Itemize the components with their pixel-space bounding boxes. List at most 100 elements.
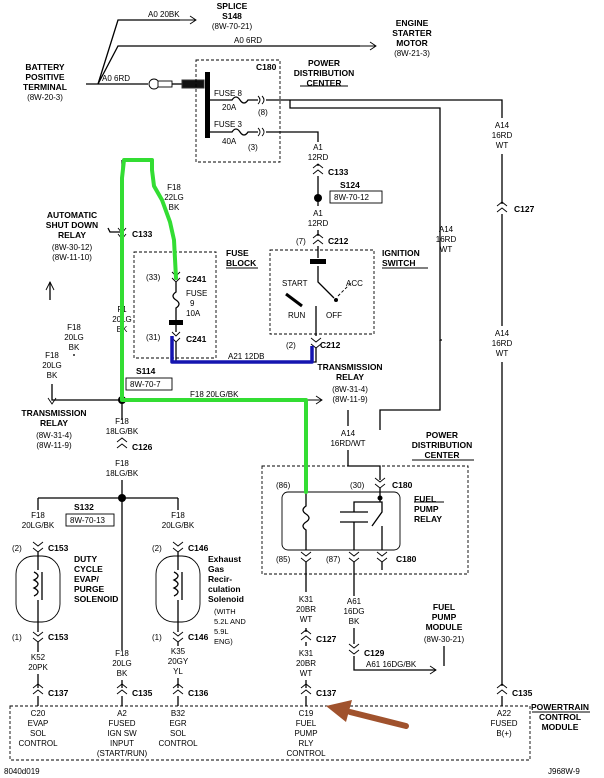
a0-20bk-label: A0 20BK	[148, 10, 180, 19]
wire-s132-branches	[37, 497, 179, 650]
c241-bot-label: C241	[186, 334, 207, 344]
c127-right-label: C127	[514, 204, 535, 214]
green-highlight-path	[120, 158, 308, 494]
fuse-bus-bar	[205, 72, 210, 138]
s124-splice-dot	[314, 194, 322, 202]
c212-bot-label: C212	[320, 340, 341, 350]
fuel-pump-module-line-3: MODULE	[426, 622, 463, 632]
a1-mid-line-2: 12RD	[308, 219, 329, 228]
pin2-r-label: (2)	[152, 544, 162, 553]
k52-line-2: 20PK	[28, 663, 48, 672]
f18-20lg-c-line-2: 20LG	[112, 659, 132, 668]
fuse9-wire	[172, 282, 180, 320]
wire-battery-feed	[86, 19, 360, 85]
k52-line-1: K52	[31, 653, 46, 662]
pcm-c19-line-4: RLY	[299, 739, 315, 748]
s132-label: S132	[74, 502, 94, 512]
c146-bot-connector	[172, 631, 184, 643]
pin31-label: (31)	[146, 333, 161, 342]
battery-label: BATTERY POSITIVE TERMINAL (8W-20-3)	[23, 62, 67, 102]
fuel-pump-relay-line-2: PUMP	[414, 504, 439, 514]
pin3-label: (3)	[248, 143, 258, 152]
ignition-switch-line-2: SWITCH	[382, 258, 416, 268]
f18-20lgbk-r-line-1: F18	[171, 511, 185, 520]
a61-line-1: A61	[347, 597, 362, 606]
pin85-label: (85)	[276, 555, 291, 564]
asd-relay-line-3: RELAY	[58, 230, 86, 240]
battery-label-line-4: (8W-20-3)	[27, 93, 63, 102]
pin7-label: (7)	[296, 237, 306, 246]
c137-left-label: C137	[48, 688, 69, 698]
c212-top-connector	[312, 233, 324, 245]
engine-starter-label: ENGINE STARTER MOTOR (8W-21-3)	[392, 18, 432, 58]
pdc-mid-line-2: DISTRIBUTION	[412, 440, 472, 450]
pcm-line-2: CONTROL	[539, 712, 581, 722]
fuel-pump-module-label: FUEL PUMP MODULE (8W-30-21)	[424, 602, 465, 644]
trans-relay-left-line-2: RELAY	[40, 418, 68, 428]
fuel-pump-relay-coil	[302, 492, 310, 550]
s132-ref-box	[65, 513, 115, 527]
ignition-switch-label: IGNITION SWITCH	[382, 248, 420, 268]
a14-lower-line-3: WT	[496, 349, 509, 358]
a14-lower-line-1: A14	[495, 329, 510, 338]
k31-b-line-1: K31	[299, 649, 314, 658]
a0-6rd-bat-label: A0 6RD	[102, 74, 130, 83]
blue-highlight-path	[170, 336, 314, 364]
a21-label: A21 12DB	[228, 352, 264, 361]
pcm-pin-a22: A22 FUSED B(+)	[490, 709, 517, 738]
a61-line-2: 16DG	[344, 607, 365, 616]
c136-connector	[172, 683, 184, 695]
splice-s148-line-2: S148	[222, 11, 242, 21]
c129-label: C129	[364, 648, 385, 658]
pcm-a2-line-4: INPUT	[110, 739, 134, 748]
starter-arrow	[360, 41, 377, 51]
ignition-off-dot	[334, 298, 338, 302]
f18-20lg-left-line-2: 20LG	[64, 333, 84, 342]
fuse9-line-1: FUSE	[186, 289, 207, 298]
s114-ref-box	[125, 377, 173, 391]
c127-mid-label: C127	[316, 634, 337, 644]
arrow-up-to-asd	[45, 280, 55, 291]
ignition-switch-line-1: IGNITION	[382, 248, 420, 258]
wire-a14-to-pdc-mid	[289, 100, 442, 341]
c180-top-label: C180	[256, 62, 277, 72]
pdc-mid-label: POWER DISTRIBUTION CENTER	[412, 430, 472, 460]
asd-relay-label: AUTOMATIC SHUT DOWN RELAY (8W-30-12) (8W…	[46, 210, 98, 262]
c137-right-label: C137	[316, 688, 337, 698]
wire-a14-to-relay	[347, 340, 441, 480]
trans-relay-top-line-3: (8W-31-4)	[332, 385, 368, 394]
s124-ref-box	[329, 190, 383, 204]
c129-connector	[348, 643, 360, 655]
a14-right-line-1: A14	[495, 121, 510, 130]
fuel-pump-module-arrow	[429, 665, 437, 675]
f18-22lg-line-3: BK	[169, 203, 180, 212]
fuse-block-line-2: BLOCK	[226, 258, 257, 268]
egr-line-5: Solenoid	[208, 594, 244, 604]
fuse9-line-2: 9	[190, 299, 195, 308]
c180-fuse3-connector	[257, 127, 265, 137]
pdc-mid-line-1: POWER	[426, 430, 458, 440]
pin2-l-label: (2)	[12, 544, 22, 553]
fuel-pump-module-line-2: PUMP	[432, 612, 457, 622]
s124-label: S124	[340, 180, 360, 190]
asd-relay-line-4: (8W-30-12)	[52, 243, 93, 252]
c180-fuse8-connector	[257, 95, 265, 105]
trans-relay-top-line-4: (8W-11-9)	[332, 395, 368, 404]
f18-20lgbk-r-line-2: 20LG/BK	[162, 521, 195, 530]
footer-left-id: 8040d019	[4, 767, 40, 776]
c137-right-connector	[300, 683, 312, 695]
pcm-pin-b32: B32 EGR SOL CONTROL	[158, 709, 198, 748]
c241-top-label: C241	[186, 274, 207, 284]
egr-note-line-1: (WITH	[214, 607, 236, 616]
duty-cycle-line-2: CYCLE	[74, 564, 103, 574]
c133-left-label: C133	[132, 229, 153, 239]
fuse3-wire	[210, 128, 258, 136]
a14-16rdwt-line-2: 16RD/WT	[330, 439, 365, 448]
s132-ref: 8W-70-13	[70, 516, 106, 525]
egr-note-line-3: 5.9L	[214, 627, 229, 636]
a14-right-line-2: 16RD	[492, 131, 513, 140]
duty-cycle-label: DUTY CYCLE EVAP/ PURGE SOLENOID	[74, 554, 118, 604]
f18-20lgbk-h-label: F18 20LG/BK	[190, 390, 239, 399]
f18-18lg-b-line-2: 18LG/BK	[106, 469, 139, 478]
k31-b-line-3: WT	[300, 669, 313, 678]
